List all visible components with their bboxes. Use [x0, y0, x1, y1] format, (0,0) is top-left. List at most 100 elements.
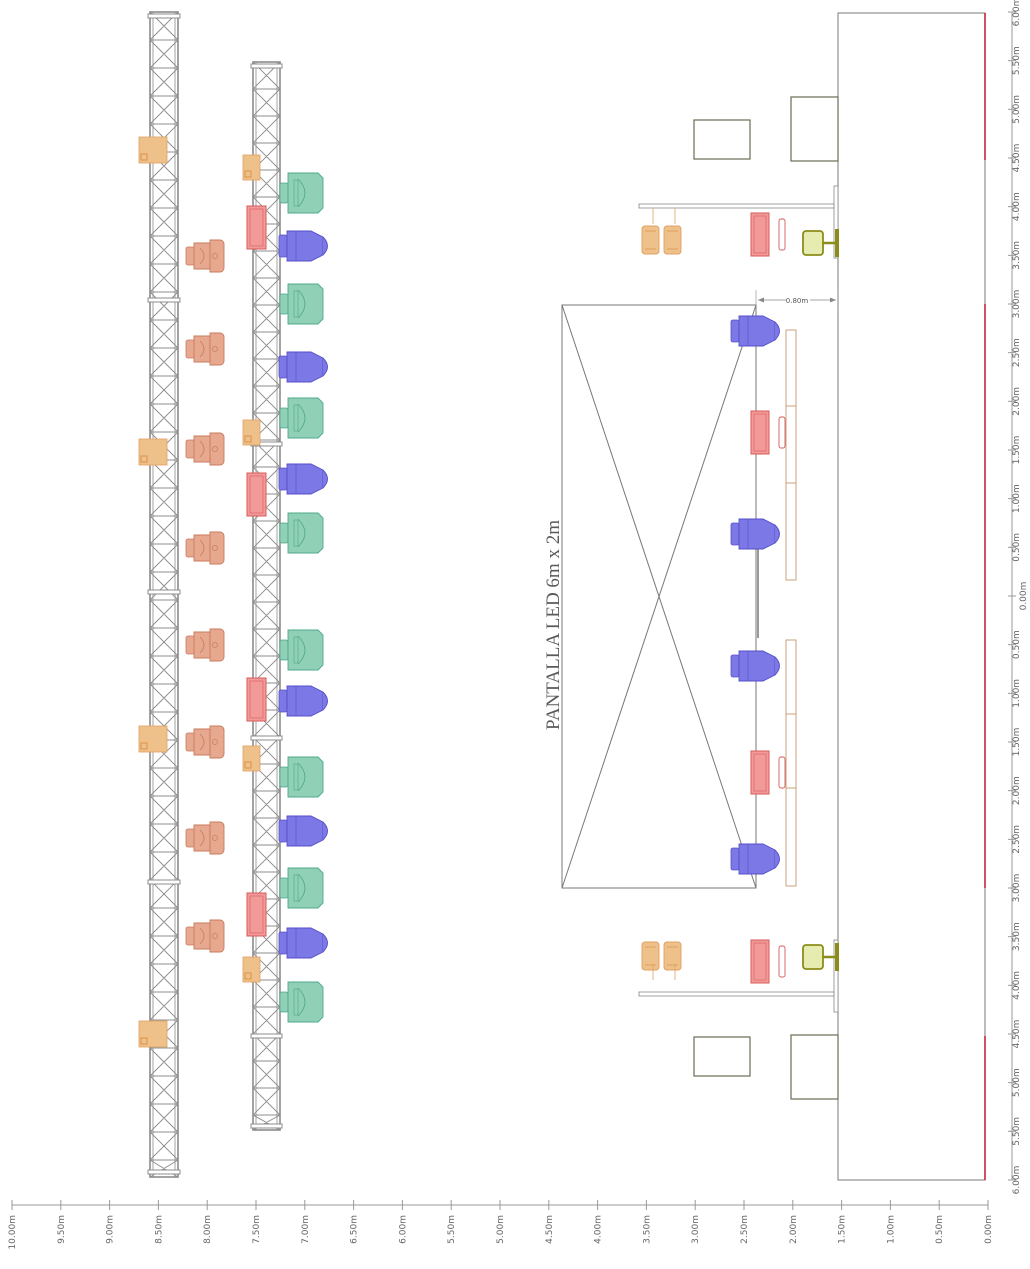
- beam-light-icon: [279, 172, 324, 214]
- fixtures-layer: [138, 136, 839, 1048]
- blinder-light-icon: [138, 438, 168, 466]
- blinder-light-icon: [242, 745, 261, 772]
- bottom-scale-label: 10.00m: [8, 1215, 18, 1250]
- wash-light-icon: [185, 239, 225, 273]
- wash-light-icon: [185, 531, 225, 565]
- stage-layer: [561, 12, 986, 1181]
- spot-light-icon: [278, 927, 328, 959]
- bottom-scale-label: 0.00m: [984, 1215, 994, 1244]
- wash-light-icon: [185, 725, 225, 759]
- ladder-bar: [638, 991, 835, 997]
- right-scale-label: 4.00m: [1012, 192, 1022, 221]
- spot-light-icon: [730, 650, 780, 682]
- right-scale-label: 5.00m: [1012, 1068, 1022, 1097]
- strobe-light-icon: [750, 410, 786, 455]
- blinder-light-icon: [138, 725, 168, 753]
- stage-pole: [833, 185, 839, 259]
- back-truss: [147, 11, 181, 1178]
- strobe-light-icon: [750, 750, 786, 795]
- right-scale-label: 2.50m: [1012, 825, 1022, 854]
- right-scale-label: 4.50m: [1012, 144, 1022, 173]
- gap-dimension-label: 0.80m: [786, 297, 809, 305]
- followspot-light-icon: [802, 229, 839, 257]
- monitor-box: [693, 1036, 751, 1077]
- wash-light-icon: [185, 919, 225, 953]
- beam-light-icon: [279, 756, 324, 798]
- riser-platform: [785, 639, 797, 715]
- ladder-bar: [638, 203, 835, 209]
- right-scale-label: 2.00m: [1012, 387, 1022, 416]
- bottom-scale-label: 8.50m: [154, 1215, 164, 1244]
- bottom-scale-label: 3.00m: [691, 1215, 701, 1244]
- bottom-scale-label: 1.50m: [838, 1215, 848, 1244]
- monitor-box: [790, 96, 839, 162]
- led-screen-label: PANTALLA LED 6m x 2m: [543, 520, 564, 730]
- spot-light-icon: [730, 315, 780, 347]
- stage-deck: [837, 12, 986, 1181]
- strobe-light-icon: [246, 677, 267, 722]
- spot-light-icon: [730, 843, 780, 875]
- right-scale-label: 5.00m: [1012, 95, 1022, 124]
- right-scale-label: 3.50m: [1012, 922, 1022, 951]
- riser-platform: [785, 713, 797, 789]
- bottom-scale-label: 6.50m: [350, 1215, 360, 1244]
- bottom-scale-label: 7.00m: [301, 1215, 311, 1244]
- right-scale-label: 4.50m: [1012, 1020, 1022, 1049]
- stage-pole: [833, 939, 839, 1013]
- spot-light-icon: [730, 518, 780, 550]
- right-scale-label: 1.50m: [1012, 728, 1022, 757]
- right-scale-label: 0.50m: [1012, 533, 1022, 562]
- bottom-scale-label: 5.50m: [447, 1215, 457, 1244]
- strobe-light-icon: [750, 939, 786, 984]
- monitor-box: [693, 119, 751, 160]
- blinder-light-icon: [641, 941, 682, 971]
- wash-light-icon: [185, 332, 225, 366]
- strobe-light-icon: [246, 472, 267, 517]
- right-scale-label: 0.50m: [1012, 630, 1022, 659]
- right-scale-label: 5.50m: [1012, 46, 1022, 75]
- bottom-scale-label: 5.00m: [496, 1215, 506, 1244]
- beam-light-icon: [279, 867, 324, 909]
- beam-light-icon: [279, 397, 324, 439]
- strobe-light-icon: [246, 892, 267, 937]
- bottom-scale-label: 2.50m: [740, 1215, 750, 1244]
- bottom-scale-label: 9.00m: [106, 1215, 116, 1244]
- wash-light-icon: [185, 628, 225, 662]
- spot-light-icon: [278, 230, 328, 262]
- right-scale-label: 1.00m: [1012, 679, 1022, 708]
- beam-light-icon: [279, 512, 324, 554]
- right-scale-label: 3.00m: [1012, 290, 1022, 319]
- beam-light-icon: [279, 283, 324, 325]
- blinder-light-icon: [242, 154, 261, 181]
- riser-platform: [785, 405, 797, 484]
- right-scale-label: 6.00m: [1012, 0, 1022, 26]
- right-scale-label: 2.00m: [1012, 776, 1022, 805]
- spot-light-icon: [278, 351, 328, 383]
- spot-light-icon: [278, 815, 328, 847]
- spot-light-icon: [278, 685, 328, 717]
- monitor-box: [790, 1034, 839, 1100]
- bottom-scale-label: 2.00m: [789, 1215, 799, 1244]
- led-screen: [561, 304, 759, 889]
- blinder-light-icon: [242, 956, 261, 983]
- gap-dimension-arrow: [755, 290, 839, 310]
- bottom-scale-label: 1.00m: [886, 1215, 896, 1244]
- strobe-light-icon: [246, 205, 267, 250]
- truss-layer: [147, 11, 283, 1178]
- right-scale-label: 3.00m: [1012, 874, 1022, 903]
- followspot-light-icon: [802, 943, 839, 971]
- right-scale-label: 1.00m: [1012, 484, 1022, 513]
- riser-platform: [785, 482, 797, 581]
- blinder-light-icon: [242, 419, 261, 446]
- bottom-scale-label: 0.50m: [935, 1215, 945, 1244]
- right-scale-label: 4.00m: [1012, 971, 1022, 1000]
- right-scale-label: 2.50m: [1012, 338, 1022, 367]
- bottom-scale-label: 6.00m: [398, 1215, 408, 1244]
- riser-platform: [785, 329, 797, 407]
- right-scale-label: 6.00m: [1012, 1166, 1022, 1195]
- strobe-light-icon: [750, 212, 786, 257]
- blinder-light-icon: [138, 1020, 168, 1048]
- bottom-scale-label: 4.00m: [594, 1215, 604, 1244]
- wash-light-icon: [185, 821, 225, 855]
